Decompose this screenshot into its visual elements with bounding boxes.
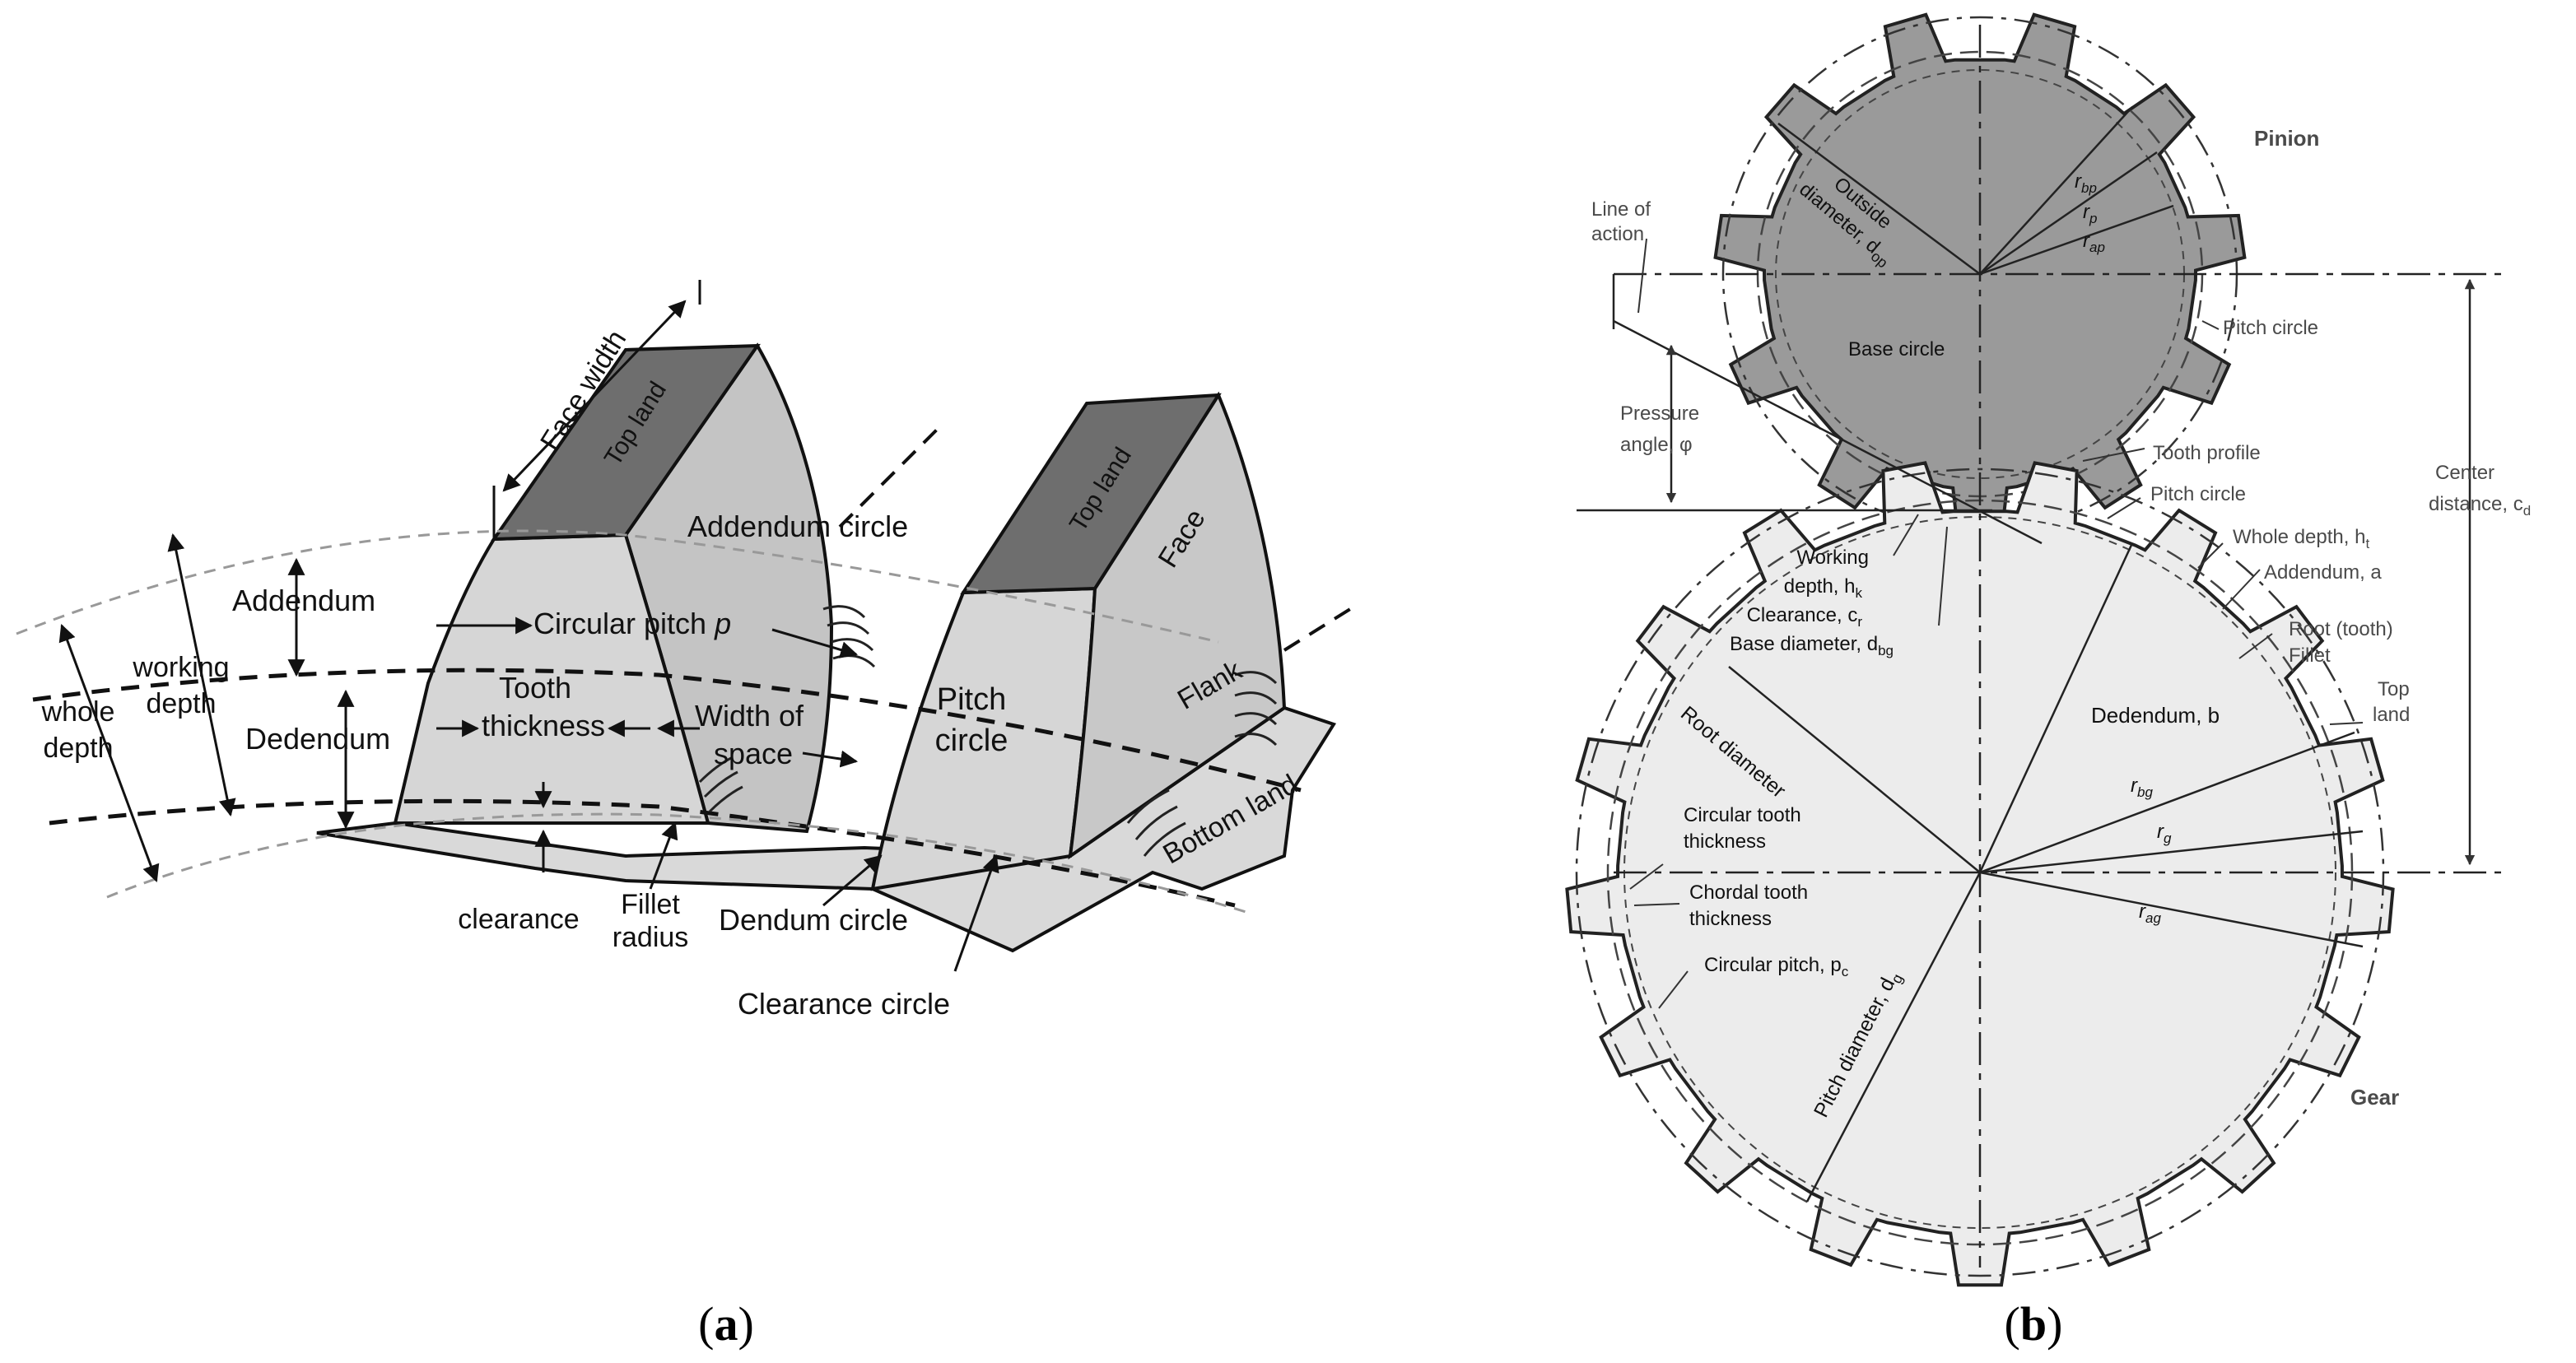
fillet-radius-label-2: radius (613, 922, 689, 953)
clearance-circle-line (106, 812, 1252, 915)
circular-tooth-label-2: thickness (1684, 830, 1766, 853)
top-land-b-label-1: Top (2378, 678, 2410, 700)
width-of-space-label-2: space (714, 737, 793, 770)
clearance-circle-label: Clearance circle (738, 987, 950, 1021)
addendum-circle-line (16, 529, 1219, 644)
r-ap-label: rap (2083, 230, 2105, 255)
pinion-label: Pinion (2254, 126, 2319, 151)
root-tooth-label-1: Root (tooth) (2289, 618, 2393, 640)
dash-right-extension (1283, 607, 1352, 652)
center-distance-label-2: distance, cd (2429, 493, 2531, 519)
clearance-label: clearance (458, 904, 579, 935)
pitch-circle-mid-label: Pitch circle (2150, 483, 2246, 505)
line-of-action-label-2: action (1591, 223, 1644, 245)
construction-lines-b (1577, 25, 2503, 1268)
working-depth-label-2: depth (146, 688, 216, 719)
base-diameter-label: Base diameter, dbg (1730, 633, 1894, 658)
clearance-b-label: Clearance, cr (1747, 604, 1863, 630)
working-depth-b-label-1: Working (1796, 547, 1869, 569)
addendum-circle-label: Addendum circle (687, 509, 908, 543)
working-depth-label-1: working (132, 652, 229, 683)
circular-tooth-label-1: Circular tooth (1684, 804, 1801, 826)
addendum-b-label: Addendum, a (2264, 561, 2382, 584)
r-bg-label: rbg (2131, 775, 2153, 800)
pitch-circle-top-label: Pitch circle (2223, 317, 2318, 339)
panel-a-tooth-diagram: Face width Top land Top land Face Addend… (16, 280, 1352, 1351)
gear-label: Gear (2350, 1085, 2399, 1109)
whole-depth-label-2: depth (43, 733, 113, 764)
gear-rim-body (316, 705, 1337, 953)
tooth-2-side (1068, 391, 1287, 860)
pitch-circle-label-2: circle (935, 723, 1009, 758)
r-bp-label: rbp (2075, 170, 2097, 196)
chordal-tooth-label-2: thickness (1689, 908, 1772, 930)
caption-b: (b) (2005, 1297, 2063, 1351)
dedendum-label: Dedendum (245, 722, 390, 756)
r-g-label: rg (2157, 821, 2172, 846)
tooth-profile-label: Tooth profile (2153, 442, 2261, 464)
caption-a: (a) (698, 1297, 754, 1351)
circular-pitch-b-label: Circular pitch, pc (1704, 954, 1849, 979)
addendum-label: Addendum (232, 584, 375, 617)
tooth-thickness-label-2: thickness (482, 709, 605, 742)
top-land-b-label-2: land (2373, 704, 2410, 726)
center-distance-label-1: Center (2435, 462, 2494, 484)
working-depth-b-label-2: depth, hk (1784, 575, 1863, 601)
root-tooth-label-2: Fillet (2289, 644, 2331, 667)
width-of-space-label-1: Width of (695, 699, 804, 733)
dendum-circle-label: Dendum circle (719, 903, 908, 937)
fillet-radius-label-1: Fillet (621, 889, 680, 920)
pitch-circle-line (32, 668, 1302, 793)
line-of-action-label-1: Line of (1591, 198, 1651, 221)
tooth-thickness-label-1: Tooth (499, 671, 571, 705)
r-ag-label: rag (2139, 900, 2161, 926)
base-circle-label: Base circle (1848, 338, 1945, 361)
pressure-angle-label-2: angle, φ (1620, 434, 1693, 456)
tooth-2-top-land (960, 393, 1222, 595)
r-p-label: rp (2083, 201, 2097, 226)
dedendum-b-label: Dedendum, b (2091, 703, 2220, 728)
circular-pitch-label: Circular pitch p (533, 607, 731, 640)
dimension-lines-a (58, 280, 999, 972)
whole-depth-label: Whole depth, ht (2233, 526, 2369, 551)
pitch-circle-label-1: Pitch (937, 682, 1006, 717)
leader-lines-b (1629, 238, 2364, 1009)
dash-top-extension (838, 426, 940, 528)
chordal-tooth-label-1: Chordal tooth (1689, 882, 1808, 904)
pressure-angle-label-1: Pressure (1620, 402, 1699, 425)
panel-b-gear-mesh-diagram: Pinion Gear Line of action Outside diame… (1565, 12, 2531, 1351)
whole-depth-label-1: whole (41, 696, 115, 728)
